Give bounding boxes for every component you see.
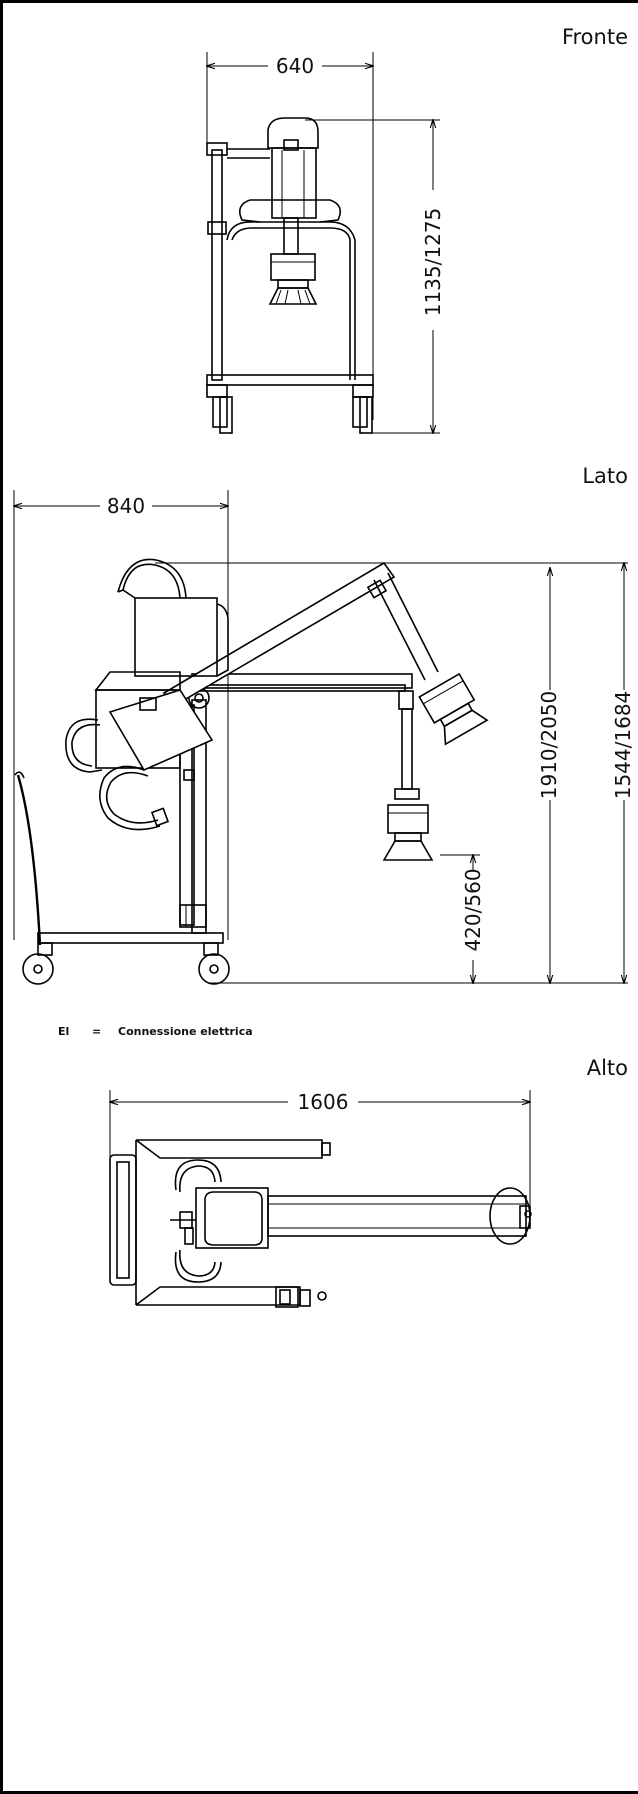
side-height-dimensions: 1910/2050 1544/1684 420/560: [155, 563, 635, 983]
top-view: Alto 1606: [109, 1056, 628, 1308]
top-machine: [109, 1139, 532, 1308]
front-machine: [206, 117, 374, 434]
legend-description: Connessione elettrica: [118, 1025, 253, 1038]
front-view: Fronte 640 1135/1275: [207, 25, 628, 433]
top-view-title: Alto: [587, 1056, 628, 1080]
front-height-dimension: 1135/1275: [305, 120, 445, 433]
side-height-label-c: 420/560: [461, 868, 485, 951]
legend-equals: =: [92, 1025, 101, 1038]
side-height-label-b: 1544/1684: [611, 691, 635, 800]
legend: El = Connessione elettrica: [58, 1025, 253, 1038]
side-height-label-a: 1910/2050: [537, 691, 561, 800]
front-width-label: 640: [276, 54, 314, 78]
front-height-label: 1135/1275: [421, 208, 445, 317]
front-view-title: Fronte: [562, 25, 628, 49]
legend-code: El: [58, 1025, 69, 1038]
side-machine: [14, 558, 489, 985]
side-width-dimension: 840: [14, 490, 228, 940]
side-width-label: 840: [107, 494, 145, 518]
front-width-dimension: 640: [207, 52, 373, 420]
top-length-dimension: 1606: [110, 1090, 530, 1205]
top-length-label: 1606: [298, 1090, 349, 1114]
side-view: Lato 840 1910/2050 1544/1684 420/560: [14, 464, 635, 985]
side-view-title: Lato: [582, 464, 628, 488]
